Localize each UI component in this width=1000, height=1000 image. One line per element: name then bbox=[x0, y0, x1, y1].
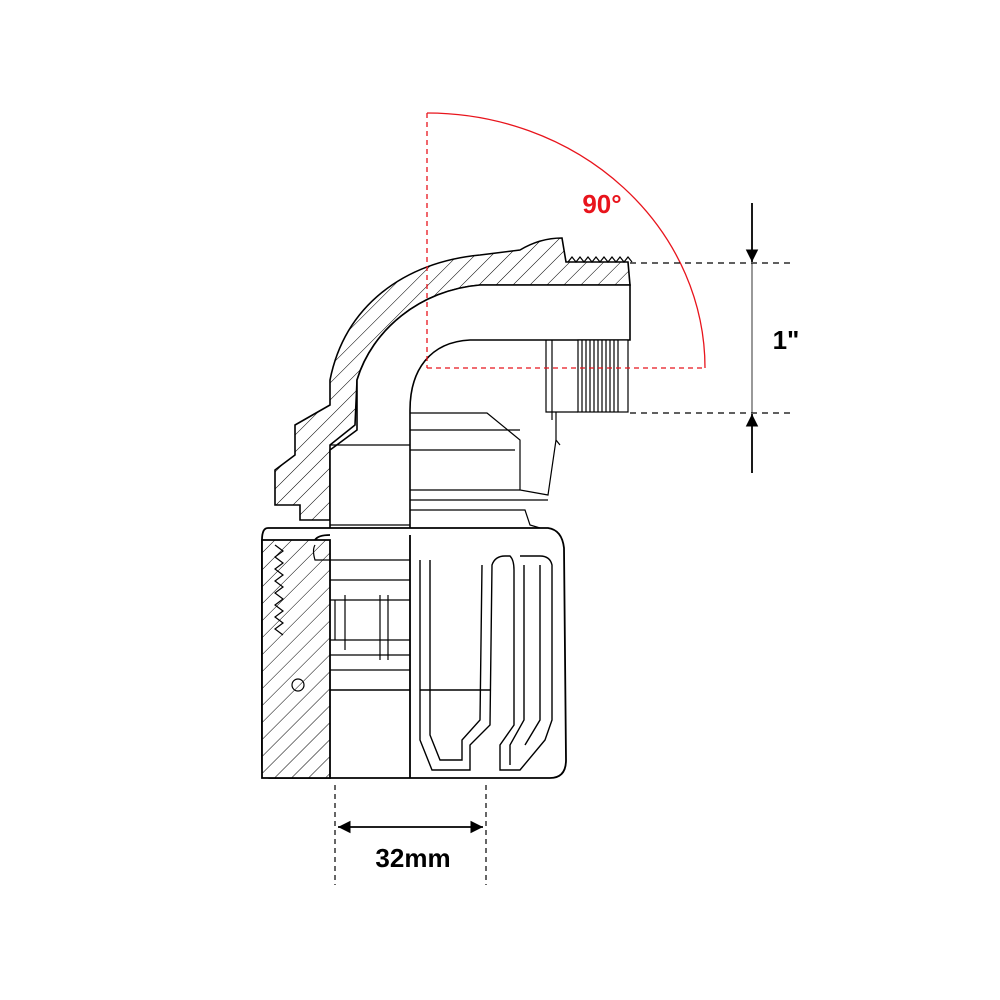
elbow-body bbox=[274, 237, 631, 521]
angle-indicator bbox=[426, 112, 706, 369]
pipe-diameter-label: 32mm bbox=[375, 843, 450, 873]
pipe-diameter-dimension bbox=[334, 785, 487, 885]
thread-size-dimension bbox=[630, 203, 790, 473]
compression-nut bbox=[261, 527, 567, 779]
male-thread bbox=[330, 256, 633, 529]
angle-arc bbox=[426, 112, 706, 369]
thread-size-label: 1" bbox=[773, 325, 800, 355]
angle-label: 90° bbox=[582, 189, 621, 219]
